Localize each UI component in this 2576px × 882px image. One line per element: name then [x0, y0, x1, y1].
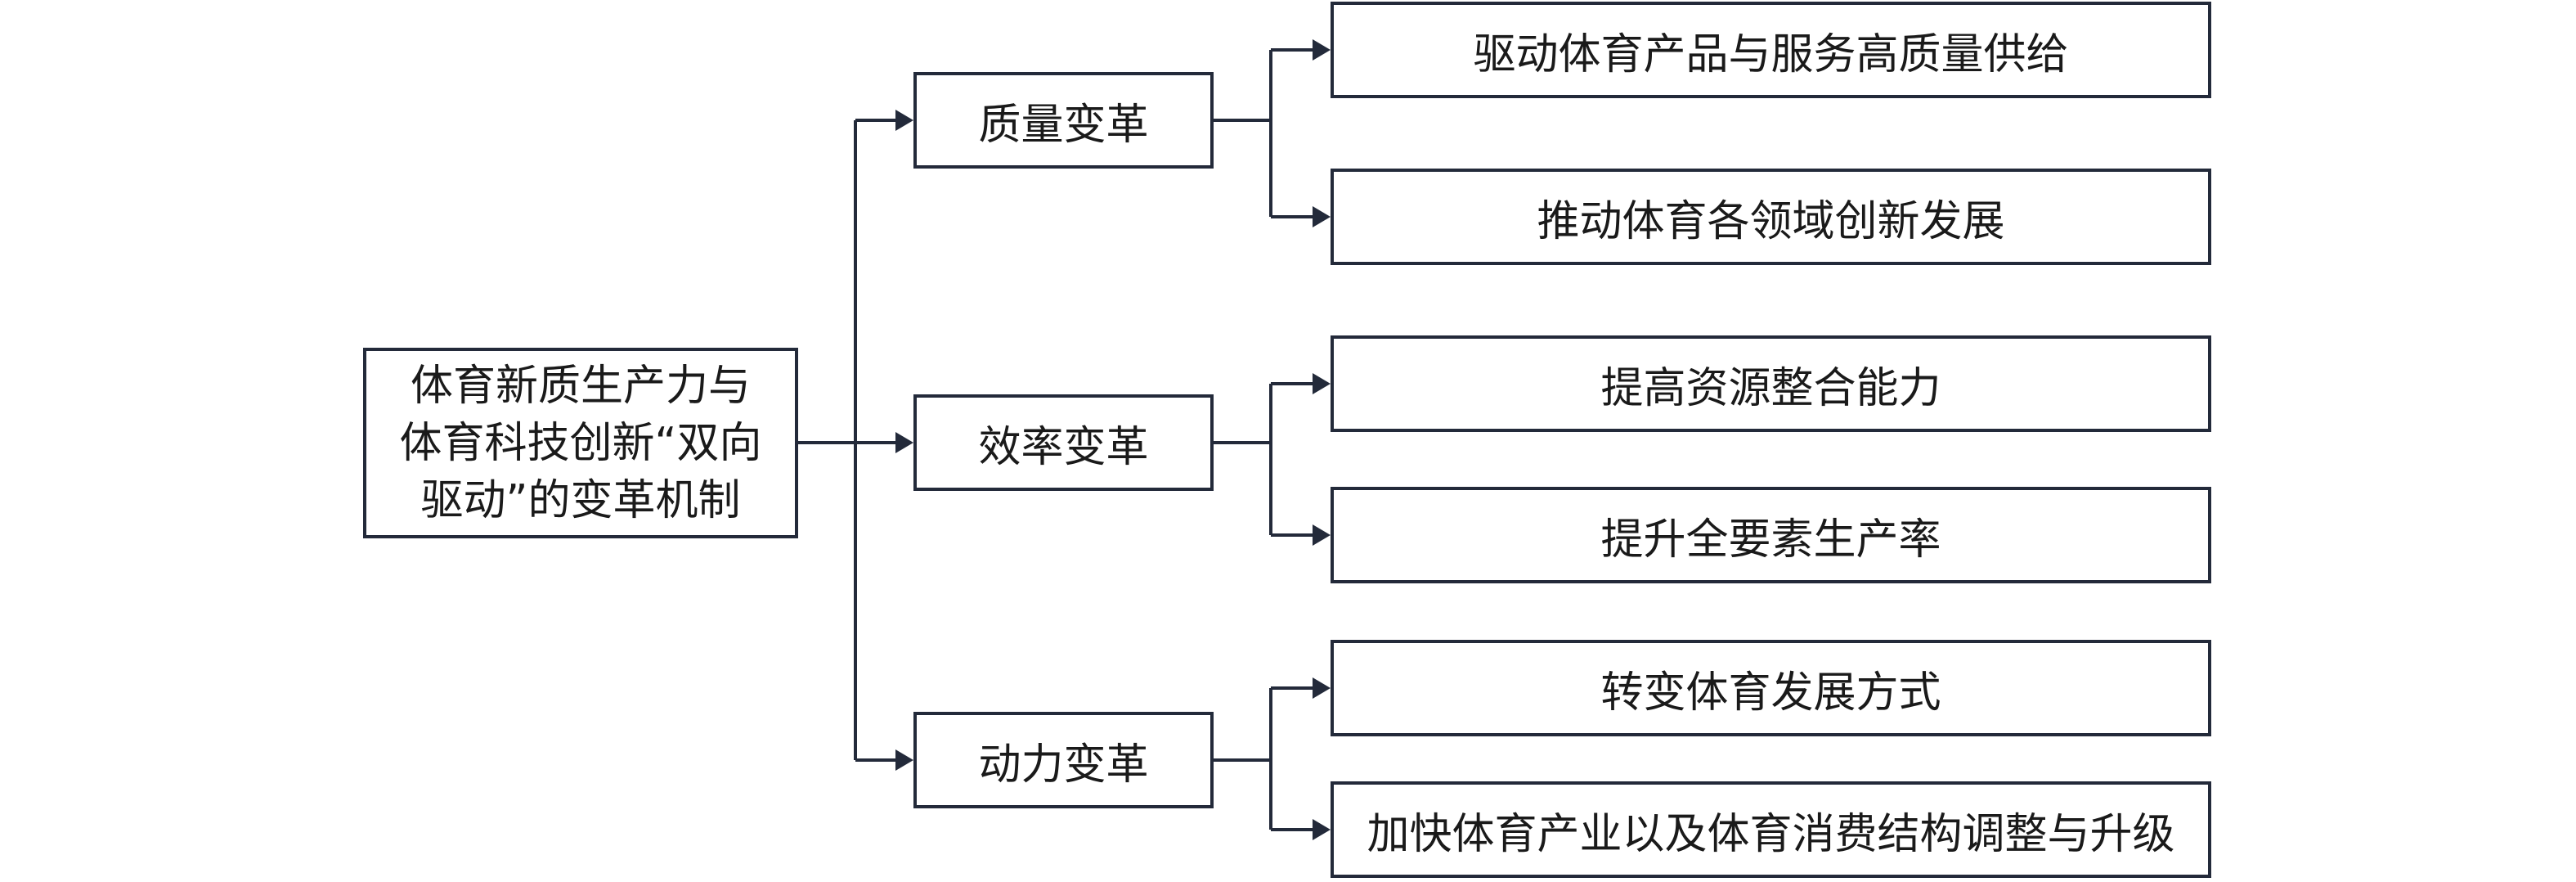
- leaf-power-2: 加快体育产业以及体育消费结构调整与升级: [1331, 781, 2211, 878]
- root-line-1: 体育新质生产力与: [410, 361, 751, 411]
- leaf-quality-1-label: 驱动体育产品与服务高质量供给: [1473, 29, 2069, 79]
- arrow-to-efficiency-leaf-2: [1313, 524, 1331, 546]
- branch-power-label: 动力变革: [978, 740, 1149, 790]
- leaf-power-1-label: 转变体育发展方式: [1600, 668, 1941, 718]
- leaf-efficiency-1-label: 提高资源整合能力: [1600, 363, 1941, 413]
- arrow-to-power: [895, 749, 913, 771]
- root-line-2: 体育科技创新“双向: [399, 418, 762, 468]
- branch-efficiency: 效率变革: [913, 394, 1214, 491]
- leaf-efficiency-1: 提高资源整合能力: [1331, 335, 2211, 432]
- leaf-power-1: 转变体育发展方式: [1331, 640, 2211, 736]
- branch-quality: 质量变革: [913, 72, 1214, 169]
- arrow-to-power-leaf-1: [1313, 677, 1331, 699]
- branch-power: 动力变革: [913, 712, 1214, 808]
- arrow-to-power-leaf-2: [1313, 819, 1331, 840]
- root-node: 体育新质生产力与 体育科技创新“双向 驱动”的变革机制: [363, 348, 798, 538]
- leaf-power-2-label: 加快体育产业以及体育消费结构调整与升级: [1367, 809, 2175, 859]
- arrow-to-quality-leaf-1: [1313, 39, 1331, 61]
- branch-efficiency-label: 效率变革: [978, 422, 1149, 472]
- root-line-3: 驱动”的变革机制: [420, 475, 741, 525]
- branch-quality-label: 质量变革: [978, 100, 1149, 150]
- leaf-efficiency-2: 提升全要素生产率: [1331, 487, 2211, 583]
- arrow-to-quality: [895, 110, 913, 131]
- arrow-to-efficiency-leaf-1: [1313, 373, 1331, 394]
- arrow-to-efficiency: [895, 432, 913, 453]
- leaf-quality-2: 推动体育各领域创新发展: [1331, 169, 2211, 265]
- leaf-quality-2-label: 推动体育各领域创新发展: [1537, 196, 2005, 246]
- leaf-efficiency-2-label: 提升全要素生产率: [1600, 515, 1941, 565]
- arrow-to-quality-leaf-2: [1313, 206, 1331, 227]
- leaf-quality-1: 驱动体育产品与服务高质量供给: [1331, 2, 2211, 98]
